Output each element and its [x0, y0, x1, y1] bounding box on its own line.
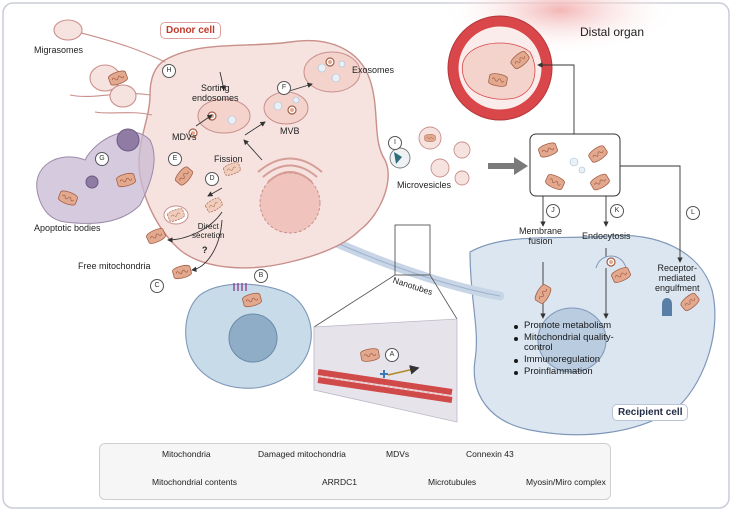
mdvs-label: MDVs [172, 132, 197, 142]
donor-cell-label: Donor cell [160, 22, 221, 39]
myosin-miro [380, 370, 388, 378]
mvb-label: MVB [280, 126, 300, 136]
migrasomes [53, 19, 137, 108]
distal-organ-label: Distal organ [580, 25, 645, 39]
legend-damaged-mitochondria: Damaged mitochondria [258, 449, 346, 459]
receptor-engulfment-label: Receptor- mediated engulfment [655, 263, 700, 293]
connexin43-junction [233, 283, 247, 291]
free-mitochondria-label: Free mitochondria [78, 261, 151, 271]
step-g: G [95, 152, 109, 166]
microtubule-track [317, 369, 453, 403]
endocytosis-label: Endocytosis [582, 231, 631, 241]
microvesicle-mito [424, 134, 436, 142]
legend-myosin-miro: Myosin/Miro complex [526, 477, 606, 487]
golgi-apparatus [257, 157, 323, 183]
legend-panel [99, 443, 611, 500]
legend-mitochondria: Mitochondria [162, 449, 211, 459]
apoptotic-bodies-label: Apoptotic bodies [34, 223, 101, 233]
step-j: J [546, 204, 560, 218]
outcome-item: Promote metabolism [512, 321, 632, 331]
free-mito-2 [171, 263, 193, 281]
sorting-endosome [197, 98, 251, 134]
nanotube-edge [329, 239, 501, 297]
receptor [662, 298, 672, 316]
flow-arrow [488, 157, 528, 175]
step-d: D [205, 172, 219, 186]
legend-microtubules: Microtubules [428, 477, 477, 487]
step-k: K [610, 204, 624, 218]
legend-mdvs: MDVs [386, 449, 410, 459]
step-a: A [385, 348, 399, 362]
legend-mito-contents: Mitochondrial contents [152, 477, 238, 487]
endocytosed-mdv [606, 257, 616, 267]
exosome-release [303, 51, 361, 93]
legend-connexin43: Connexin 43 [466, 449, 514, 459]
transport-direction [387, 365, 420, 376]
endosome-mdv [207, 111, 217, 121]
nanotube-zoom [313, 318, 458, 423]
exosomes-label: Exosomes [352, 65, 395, 75]
step-c: C [150, 279, 164, 293]
step-e: E [168, 152, 182, 166]
outcome-item: Immunoregulation [512, 354, 632, 365]
mvb-mdv [287, 105, 297, 115]
fission-label: Fission [214, 154, 243, 164]
recipient-cell-label: Recipient cell [612, 404, 689, 421]
step-l: L [686, 206, 700, 220]
legend-arrdc1: ARRDC1 [322, 477, 357, 487]
mvb [263, 91, 309, 125]
exosome-mdv [325, 57, 335, 67]
direct-secretion-label: Direct secretion [192, 222, 225, 240]
migrasomes-label: Migrasomes [34, 45, 84, 55]
outcome-item: Mitochondrial quality-control [512, 332, 632, 353]
step-i: I [388, 136, 402, 150]
step-f: F [277, 81, 291, 95]
zoom-box [394, 224, 431, 276]
step-h: H [162, 64, 176, 78]
sorting-endosomes-label: Sorting endosomes [192, 83, 239, 103]
membrane-fusion-label: Membrane fusion [519, 226, 563, 246]
question-mark: ? [202, 245, 208, 255]
microvesicles-label: Microvesicles [397, 180, 452, 190]
recipient-nucleus [537, 307, 607, 373]
outcomes-list: Promote metabolism Mitochondrial quality… [512, 321, 632, 379]
step-b: B [254, 269, 268, 283]
outcome-item: Proinflammation [512, 366, 632, 377]
